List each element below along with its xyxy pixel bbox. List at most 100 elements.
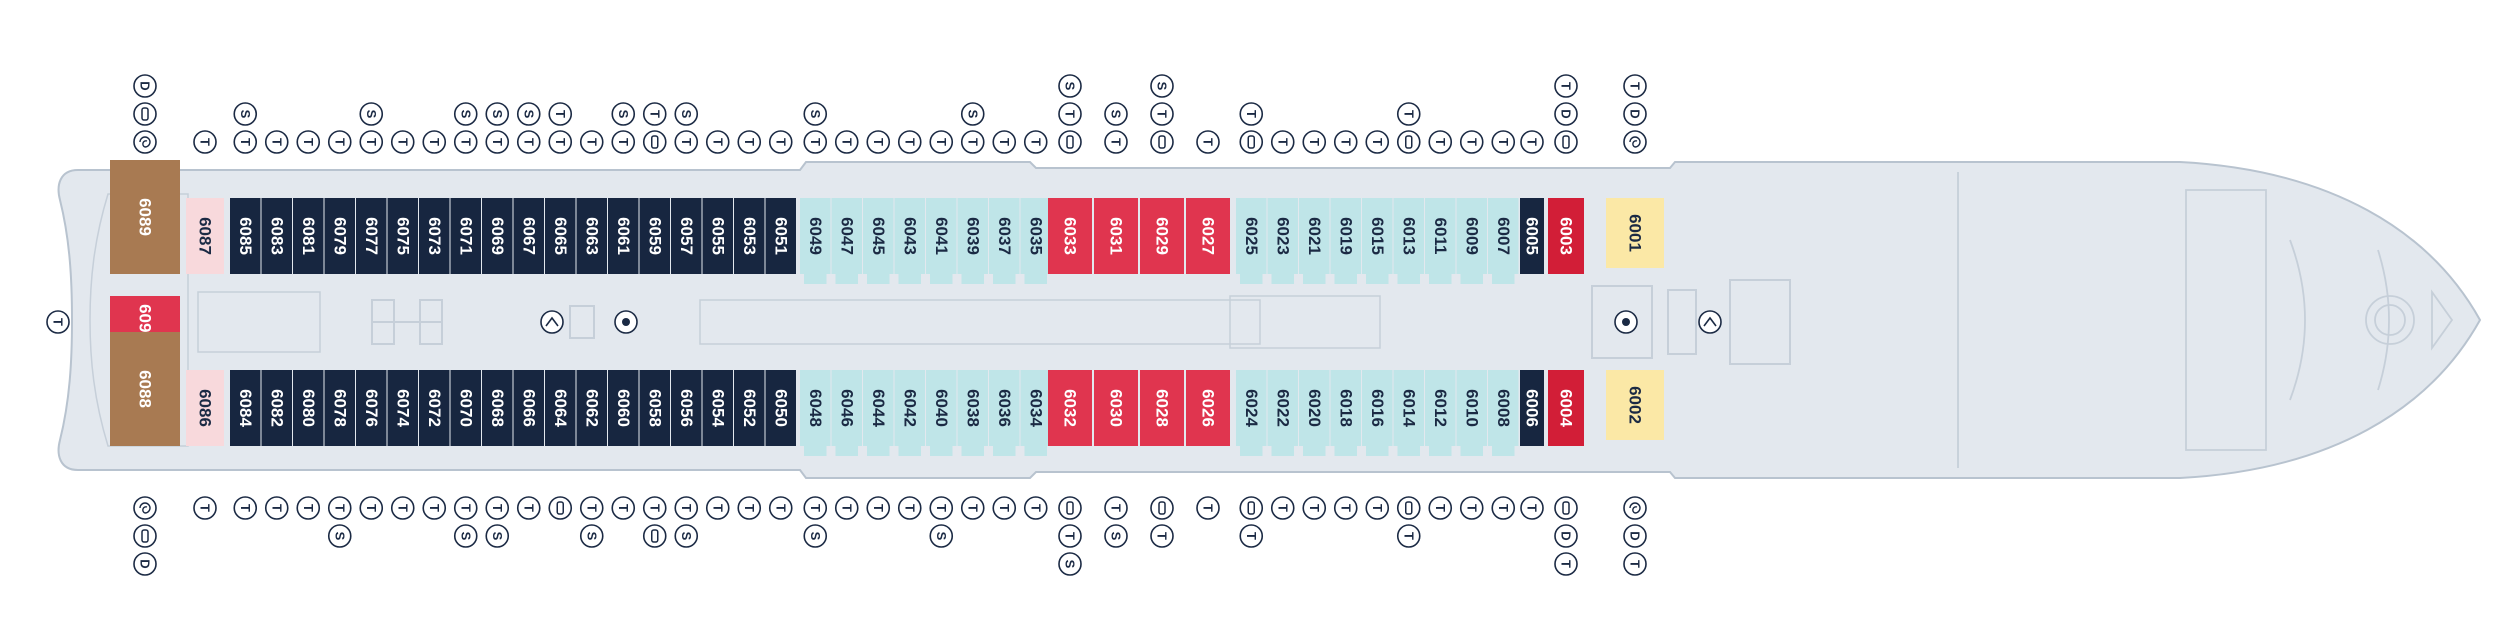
cabin-6088[interactable]	[110, 332, 180, 446]
cabin-6089[interactable]	[110, 160, 180, 274]
cabin-6043[interactable]	[894, 198, 926, 274]
cabin-6016-balcony[interactable]	[1366, 444, 1389, 456]
cabin-6070[interactable]	[450, 370, 482, 446]
cabin-6007[interactable]	[1488, 198, 1519, 274]
cabin-6044-balcony[interactable]	[867, 444, 890, 456]
cabin-6024-balcony[interactable]	[1240, 444, 1263, 456]
cabin-6009-balcony[interactable]	[1460, 272, 1484, 284]
cabin-6069[interactable]	[482, 198, 513, 274]
cabin-6047[interactable]	[831, 198, 863, 274]
cabin-6034-balcony[interactable]	[1024, 444, 1048, 456]
cabin-6072[interactable]	[419, 370, 450, 446]
cabin-6045-balcony[interactable]	[867, 272, 890, 284]
cabin-6015-balcony[interactable]	[1366, 272, 1389, 284]
cabin-6077[interactable]	[356, 198, 387, 274]
cabin-6046[interactable]	[831, 370, 863, 446]
cabin-6015[interactable]	[1362, 198, 1393, 274]
cabin-6056[interactable]	[671, 370, 702, 446]
cabin-6039[interactable]	[957, 198, 989, 274]
cabin-6014-balcony[interactable]	[1397, 444, 1421, 456]
cabin-6035[interactable]	[1020, 198, 1052, 274]
cabin-6011-balcony[interactable]	[1429, 272, 1452, 284]
cabin-6037[interactable]	[989, 198, 1020, 274]
cabin-6002[interactable]	[1606, 370, 1664, 440]
cabin-6066[interactable]	[513, 370, 545, 446]
cabin-6023[interactable]	[1267, 198, 1299, 274]
cabin-6086[interactable]	[186, 370, 224, 446]
cabin-6058[interactable]	[639, 370, 671, 446]
cabin-6068[interactable]	[482, 370, 513, 446]
cabin-6019-balcony[interactable]	[1334, 272, 1358, 284]
cabin-6047-balcony[interactable]	[835, 272, 859, 284]
cabin-6024[interactable]	[1236, 370, 1267, 446]
cabin-6073[interactable]	[419, 198, 450, 274]
cabin-6065[interactable]	[545, 198, 576, 274]
cabin-6035-balcony[interactable]	[1024, 272, 1048, 284]
cabin-6048[interactable]	[800, 370, 831, 446]
cabin-6061[interactable]	[608, 198, 639, 274]
cabin-6012-balcony[interactable]	[1429, 444, 1452, 456]
cabin-6033[interactable]	[1048, 198, 1092, 274]
cabin-6027[interactable]	[1186, 198, 1230, 274]
cabin-6014[interactable]	[1393, 370, 1425, 446]
cabin-6010-balcony[interactable]	[1460, 444, 1484, 456]
cabin-6025-balcony[interactable]	[1240, 272, 1263, 284]
cabin-6041-balcony[interactable]	[930, 272, 953, 284]
cabin-6040[interactable]	[926, 370, 957, 446]
cabin-6012[interactable]	[1425, 370, 1456, 446]
cabin-6036[interactable]	[989, 370, 1020, 446]
cabin-6038-balcony[interactable]	[961, 444, 985, 456]
cabin-6053[interactable]	[734, 198, 765, 274]
cabin-6074[interactable]	[387, 370, 419, 446]
cabin-6042[interactable]	[894, 370, 926, 446]
cabin-6050[interactable]	[765, 370, 797, 446]
cabin-6062[interactable]	[576, 370, 608, 446]
cabin-6048-balcony[interactable]	[804, 444, 827, 456]
cabin-6028[interactable]	[1140, 370, 1184, 446]
cabin-6043-balcony[interactable]	[898, 272, 922, 284]
cabin-6037-balcony[interactable]	[993, 272, 1016, 284]
cabin-6005[interactable]	[1520, 198, 1544, 274]
cabin-6016[interactable]	[1362, 370, 1393, 446]
cabin-6032[interactable]	[1048, 370, 1092, 446]
cabin-6030[interactable]	[1094, 370, 1138, 446]
cabin-6031[interactable]	[1094, 198, 1138, 274]
cabin-6076[interactable]	[356, 370, 387, 446]
cabin-6067[interactable]	[513, 198, 545, 274]
cabin-6057[interactable]	[671, 198, 702, 274]
cabin-6052[interactable]	[734, 370, 765, 446]
cabin-6049[interactable]	[800, 198, 831, 274]
cabin-6060[interactable]	[608, 370, 639, 446]
cabin-6071[interactable]	[450, 198, 482, 274]
cabin-6019[interactable]	[1330, 198, 1362, 274]
cabin-6022-balcony[interactable]	[1271, 444, 1295, 456]
cabin-6083[interactable]	[261, 198, 293, 274]
cabin-6010[interactable]	[1456, 370, 1488, 446]
cabin-6026[interactable]	[1186, 370, 1230, 446]
cabin-6003[interactable]	[1548, 198, 1584, 274]
cabin-6041[interactable]	[926, 198, 957, 274]
cabin-6045[interactable]	[863, 198, 894, 274]
cabin-6013[interactable]	[1393, 198, 1425, 274]
cabin-6046-balcony[interactable]	[835, 444, 859, 456]
cabin-6064[interactable]	[545, 370, 576, 446]
cabin-6020[interactable]	[1299, 370, 1330, 446]
cabin-6006[interactable]	[1520, 370, 1544, 446]
cabin-6034[interactable]	[1020, 370, 1052, 446]
cabin-6018-balcony[interactable]	[1334, 444, 1358, 456]
cabin-6022[interactable]	[1267, 370, 1299, 446]
cabin-6021-balcony[interactable]	[1303, 272, 1326, 284]
cabin-6001[interactable]	[1606, 198, 1664, 268]
cabin-6007-balcony[interactable]	[1492, 272, 1515, 284]
cabin-6078[interactable]	[324, 370, 356, 446]
cabin-6029[interactable]	[1140, 198, 1184, 274]
cabin-6020-balcony[interactable]	[1303, 444, 1326, 456]
cabin-6039-balcony[interactable]	[961, 272, 985, 284]
cabin-6049-balcony[interactable]	[804, 272, 827, 284]
cabin-6063[interactable]	[576, 198, 608, 274]
cabin-6087[interactable]	[186, 198, 224, 274]
cabin-6044[interactable]	[863, 370, 894, 446]
cabin-6009[interactable]	[1456, 198, 1488, 274]
cabin-6079[interactable]	[324, 198, 356, 274]
cabin-6085[interactable]	[230, 198, 261, 274]
